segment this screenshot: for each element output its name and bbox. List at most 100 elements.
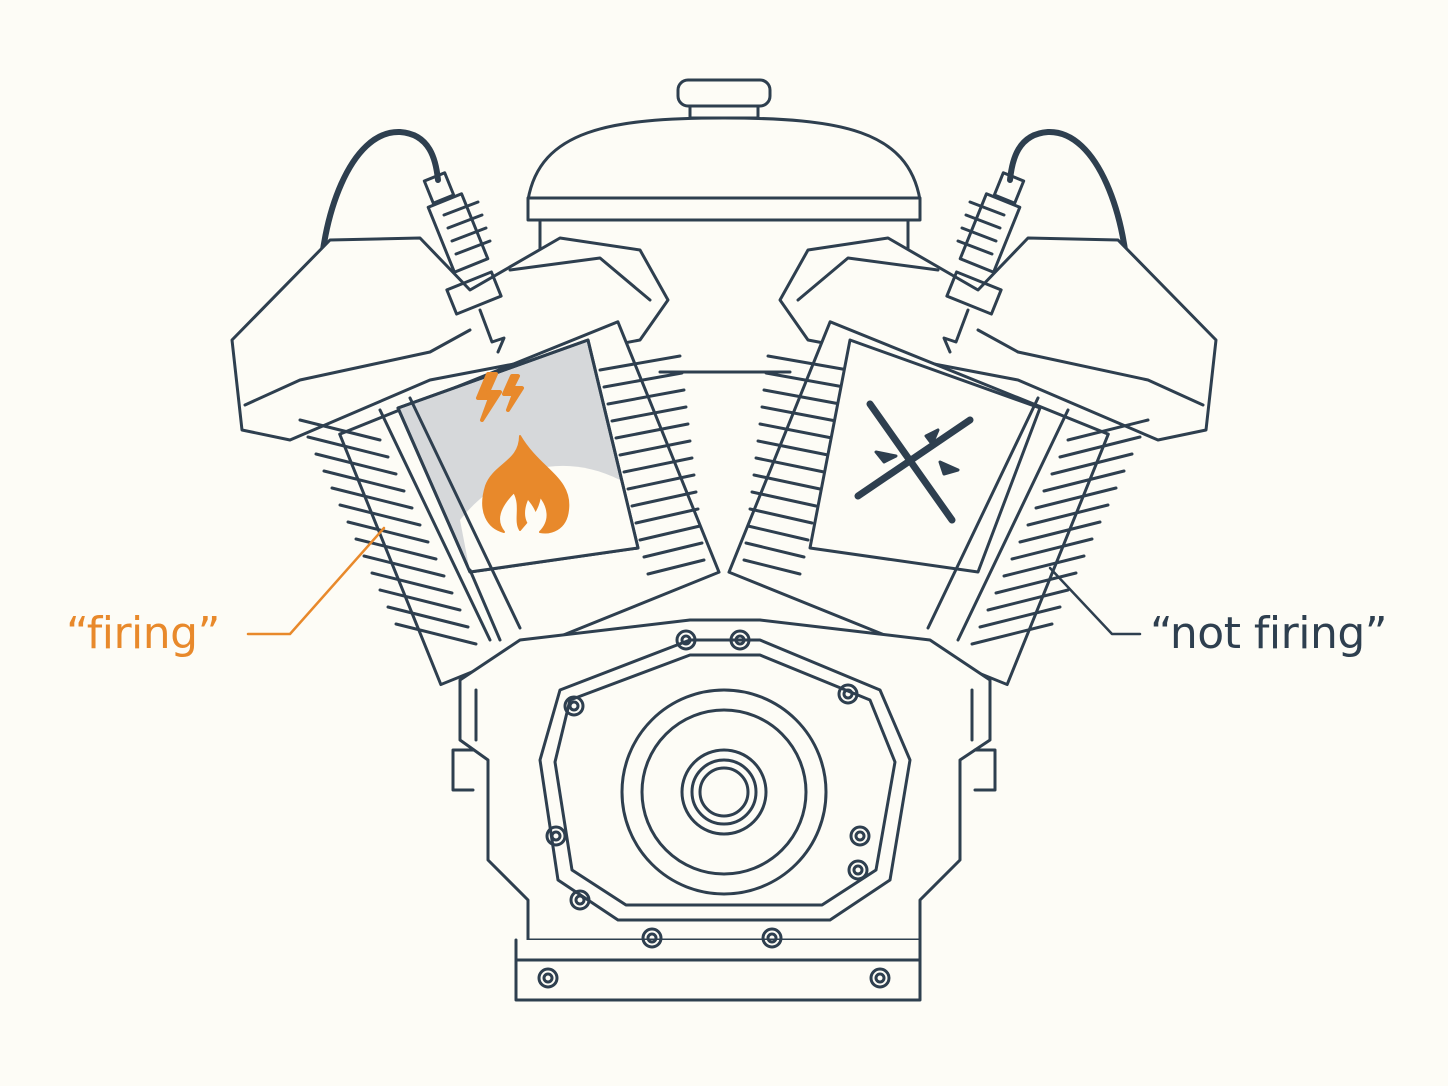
bolt [869, 967, 891, 989]
bolt [563, 695, 585, 717]
not-firing-leader-line [1048, 566, 1142, 636]
right-fin [750, 490, 818, 508]
right-fin [1026, 503, 1110, 527]
left-fin [602, 371, 684, 389]
left-fin [346, 520, 430, 544]
cover-bolts [537, 629, 891, 989]
left-fin [618, 439, 692, 457]
not-firing-label: “not firing” [1150, 608, 1388, 659]
left-fin [306, 435, 390, 459]
right-fin [1050, 452, 1134, 476]
bolt-center [646, 932, 658, 944]
left-fin [394, 622, 478, 646]
bolt-center [734, 634, 746, 646]
bolt-center [854, 830, 866, 842]
left-fin [606, 388, 686, 406]
air-cleaner [526, 78, 922, 374]
left-rocker-box [230, 236, 670, 442]
right-fin [756, 439, 830, 457]
crossed-x-icon [854, 400, 974, 524]
left-fin [322, 469, 406, 493]
bolt-center [852, 864, 864, 876]
right-fin [1034, 486, 1118, 510]
left-fin [386, 605, 470, 629]
right-fin [746, 524, 810, 542]
left-fin [362, 554, 446, 578]
right-fin [1042, 469, 1126, 493]
right-fin [760, 405, 838, 423]
right-rocker-box [778, 236, 1218, 442]
right-fin [994, 571, 1078, 595]
spark-icon [476, 372, 524, 422]
left-fin [614, 422, 690, 440]
bolt-center [568, 700, 580, 712]
right-spark-plug [942, 171, 1026, 354]
crankcase [451, 618, 997, 1002]
bolt-center [874, 972, 886, 984]
bolt [641, 927, 663, 949]
flame-icon [482, 435, 570, 534]
bolt-center [680, 634, 692, 646]
bolt [537, 967, 559, 989]
firing-label: “firing” [66, 608, 220, 659]
bolt [761, 927, 783, 949]
left-fin [370, 571, 454, 595]
right-fin [748, 507, 814, 525]
right-fin [970, 622, 1054, 646]
bolt [569, 889, 591, 911]
bolt [729, 629, 751, 651]
bolt-center [550, 830, 562, 842]
bolt-center [542, 972, 554, 984]
right-fin [986, 588, 1070, 612]
bolt-center [842, 688, 854, 700]
left-fin [646, 558, 706, 576]
bolt [847, 859, 869, 881]
left-fin [330, 486, 414, 510]
right-fin [766, 354, 850, 372]
left-spark-plug [422, 171, 506, 354]
left-plug-wire [317, 128, 441, 293]
bolt [545, 825, 567, 847]
bolt [849, 825, 871, 847]
right-fin [742, 558, 802, 576]
left-fin [626, 473, 696, 491]
right-plug-wire [1007, 128, 1131, 293]
right-fin [754, 456, 826, 474]
left-fin [634, 507, 700, 525]
firing-leader-line [246, 526, 386, 636]
right-cylinder [727, 128, 1218, 687]
bolt [675, 629, 697, 651]
bolt-center [766, 932, 778, 944]
right-fin [752, 473, 822, 491]
left-fin [638, 524, 702, 542]
right-fin [1018, 520, 1102, 544]
left-fin [598, 354, 682, 372]
right-cooling-fins [742, 354, 1150, 646]
left-fin [642, 541, 704, 559]
base-plate [514, 938, 922, 1002]
right-fin [764, 371, 846, 389]
right-fin [762, 388, 842, 406]
crank-cover-outer [620, 688, 828, 896]
left-fin [338, 503, 422, 527]
bolt-center [574, 894, 586, 906]
left-fin [610, 405, 688, 423]
left-fin [378, 588, 462, 612]
right-fin [744, 541, 806, 559]
right-fin [1058, 435, 1142, 459]
bolt [837, 683, 859, 705]
right-fin [1066, 418, 1150, 442]
left-fin [630, 490, 698, 508]
right-fin [1002, 554, 1086, 578]
right-fin [978, 605, 1062, 629]
broken-spark-icon [874, 428, 960, 476]
filler-cap [676, 78, 772, 108]
left-fin [298, 418, 382, 442]
right-fin [1010, 537, 1094, 561]
left-fin [354, 537, 438, 561]
right-fin [758, 422, 834, 440]
left-cooling-fins [298, 354, 706, 646]
left-fin [622, 456, 694, 474]
